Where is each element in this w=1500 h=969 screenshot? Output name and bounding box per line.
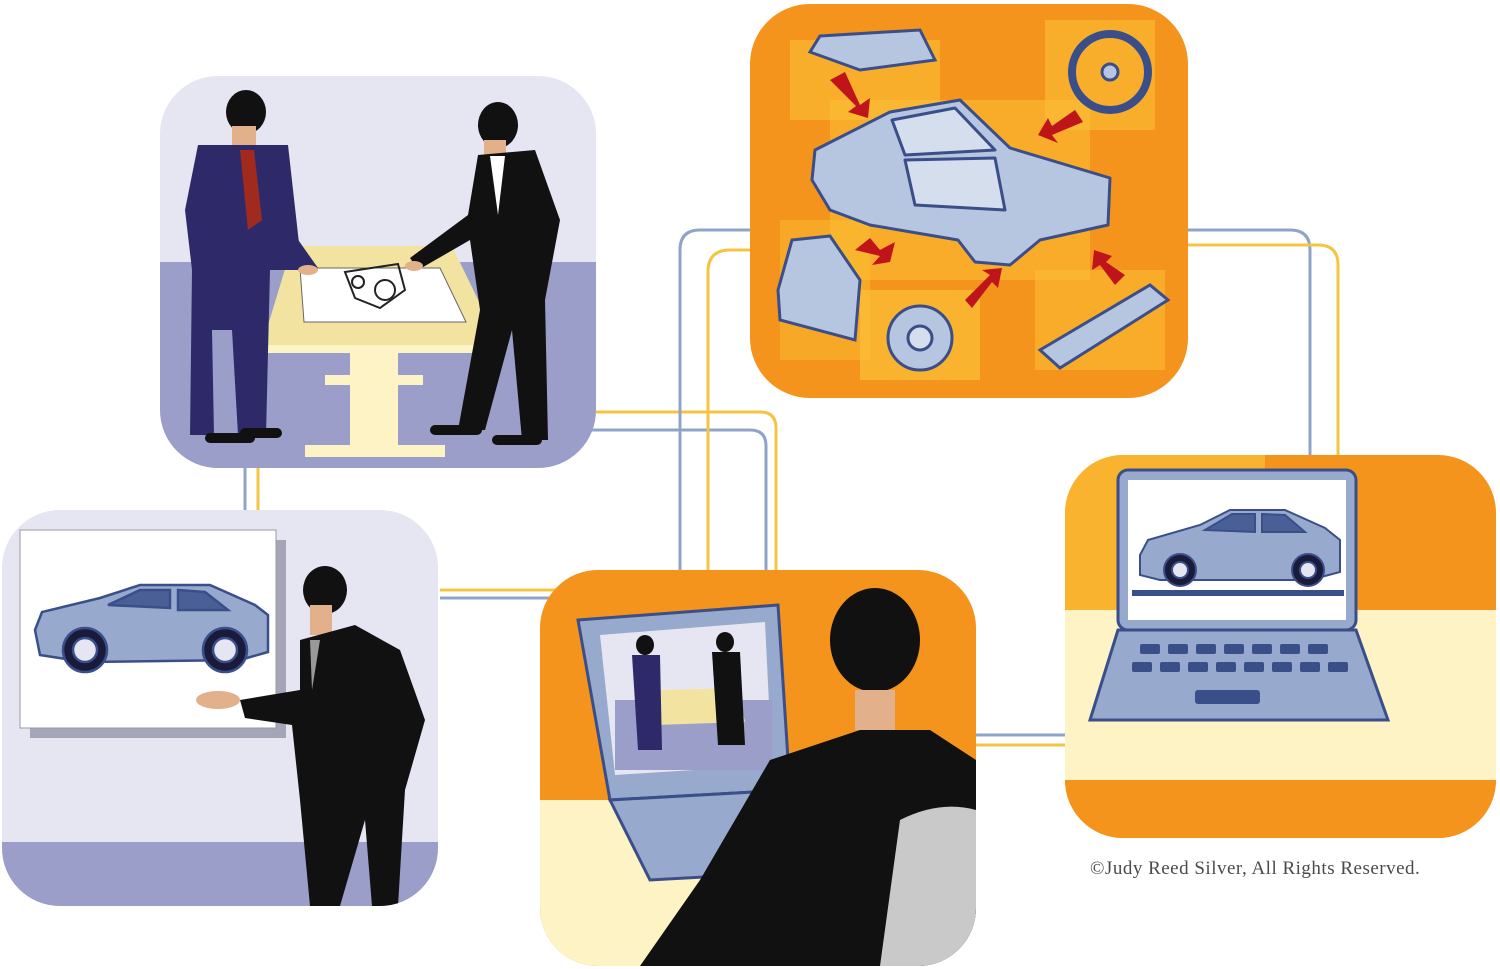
connector-yellow-5 bbox=[1185, 243, 1340, 460]
connector-blue-4 bbox=[678, 228, 752, 570]
hood-part bbox=[807, 28, 938, 72]
laptop-car-model-scene bbox=[1065, 455, 1496, 838]
design-meeting-scene bbox=[160, 76, 596, 468]
connector-yellow-3 bbox=[590, 410, 778, 570]
presenter-man bbox=[196, 566, 425, 906]
laptop-with-car bbox=[1087, 468, 1391, 722]
connector-yellow-4 bbox=[706, 248, 752, 570]
man-black-suit bbox=[405, 102, 560, 445]
car-parts-assembly-scene bbox=[750, 4, 1188, 398]
man-navy-suit bbox=[185, 90, 318, 443]
assembly-arrows bbox=[830, 72, 1125, 308]
video-conference-scene bbox=[540, 570, 976, 966]
copyright-credit: ©Judy Reed Silver, All Rights Reserved. bbox=[1090, 858, 1421, 879]
connector-blue-5 bbox=[1185, 228, 1312, 460]
connector-blue-3 bbox=[590, 428, 768, 570]
door-part bbox=[776, 234, 862, 342]
car-presentation-scene bbox=[2, 510, 438, 906]
seated-man bbox=[640, 588, 976, 966]
connector-lines bbox=[243, 228, 1340, 747]
bumper-part bbox=[1037, 283, 1171, 370]
presentation-car bbox=[33, 583, 270, 674]
steering-wheel-icon bbox=[1068, 30, 1152, 114]
